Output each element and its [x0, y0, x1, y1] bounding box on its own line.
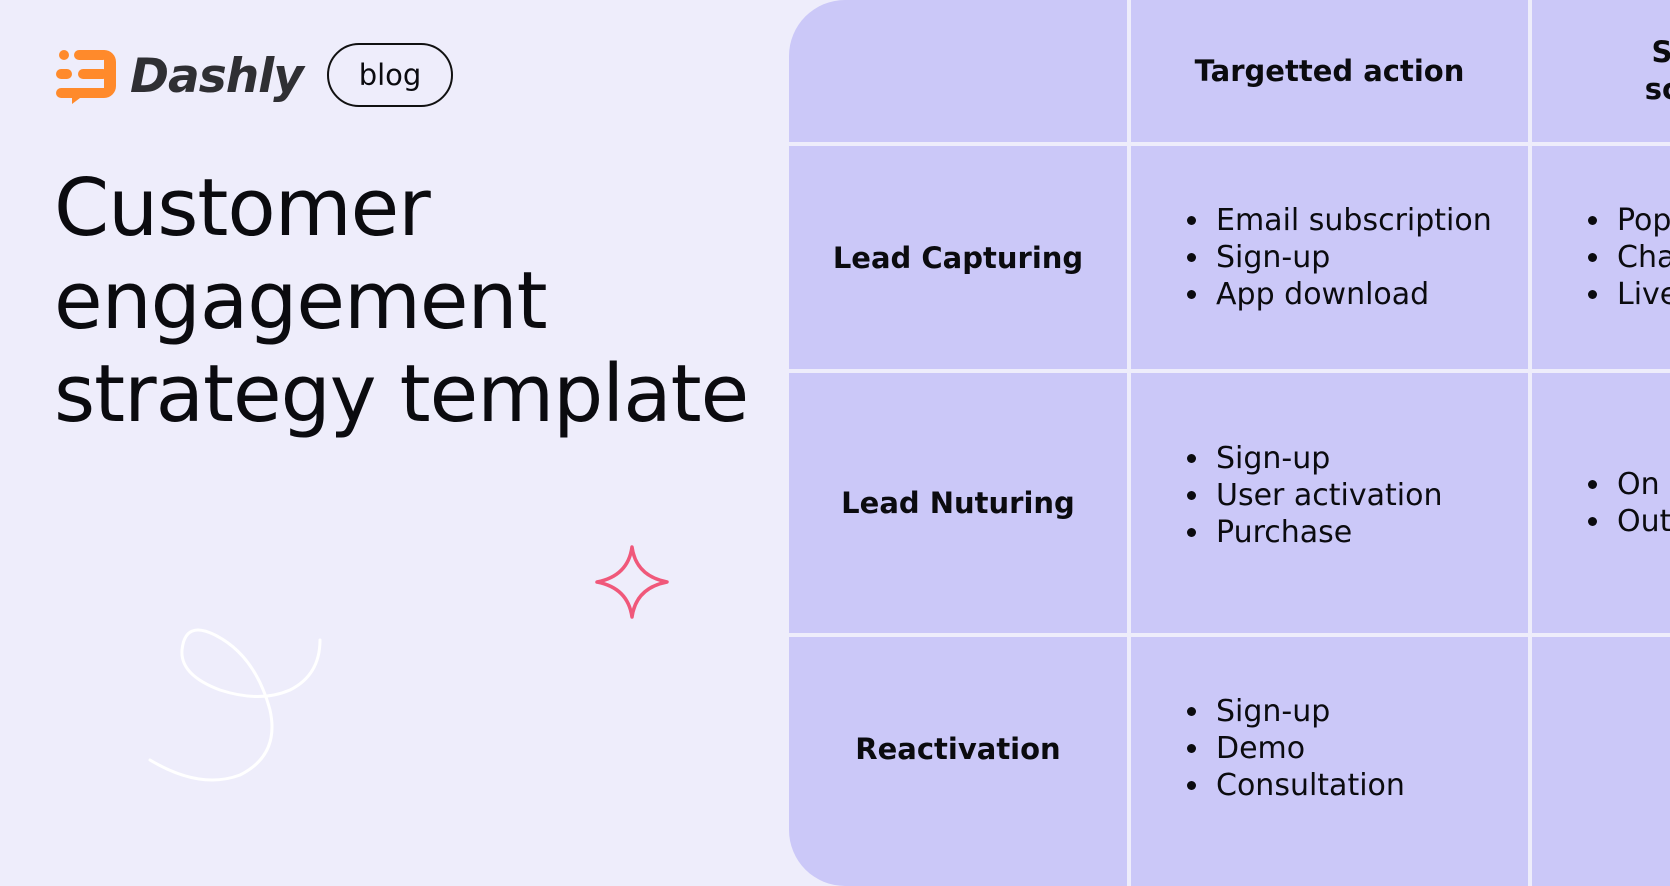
header-line: sc	[1644, 72, 1670, 106]
list-item: Purchase	[1212, 514, 1443, 551]
list-item: Sign-up	[1212, 693, 1405, 730]
header-line: S	[1651, 35, 1670, 69]
action-list: Email subscription Sign-up App download	[1184, 202, 1492, 313]
title-line: Customer	[54, 162, 431, 254]
list-item: Email subscription	[1212, 202, 1492, 239]
column-divider	[1528, 0, 1532, 886]
brand-name: Dashly	[130, 48, 304, 104]
row-divider	[789, 633, 1670, 637]
row-divider	[789, 369, 1670, 373]
header-targetted-action: Targetted action	[1194, 53, 1465, 88]
list-item: Pop	[1613, 202, 1670, 239]
action-list: Sign-up User activation Purchase	[1184, 440, 1443, 551]
row-divider	[789, 142, 1670, 146]
title-line: strategy template	[54, 348, 749, 440]
title-line: engagement	[54, 255, 548, 347]
tool-list: Pop Cha Live	[1585, 202, 1670, 313]
list-item: User activation	[1212, 477, 1443, 514]
list-item: Live	[1613, 276, 1670, 313]
list-item: Cha	[1613, 239, 1670, 276]
blog-tag[interactable]: blog	[327, 43, 453, 107]
tools-cell: Pop Cha Live	[1585, 146, 1670, 369]
sparkle-star-icon	[595, 545, 669, 619]
list-item: On v	[1613, 466, 1670, 503]
page-title: Customer engagement strategy template	[54, 162, 749, 441]
list-item: Consultation	[1212, 767, 1405, 804]
targetted-actions-cell: Sign-up User activation Purchase	[1184, 373, 1443, 617]
tool-list: On v Out	[1585, 466, 1670, 540]
list-item: App download	[1212, 276, 1492, 313]
list-item: Sign-up	[1212, 440, 1443, 477]
list-item: Demo	[1212, 730, 1405, 767]
dashly-logo[interactable]: Dashly	[56, 48, 304, 104]
list-item: Sign-up	[1212, 239, 1492, 276]
row-label-lead-nuturing: Lead Nuturing	[841, 486, 1075, 520]
list-item: Out	[1613, 503, 1670, 540]
row-label-lead-capturing: Lead Capturing	[832, 240, 1084, 275]
strategy-table: Targetted action S sc Lead Capturing Ema…	[789, 0, 1670, 886]
column-divider	[1127, 0, 1131, 886]
targetted-actions-cell: Email subscription Sign-up App download	[1184, 146, 1492, 369]
action-list: Sign-up Demo Consultation	[1184, 693, 1405, 804]
chat-logo-icon	[56, 50, 116, 104]
header-third-column: S sc	[1532, 0, 1670, 142]
decorative-squiggle-icon	[148, 628, 322, 782]
tools-cell: On v Out	[1585, 373, 1670, 633]
targetted-actions-cell: Sign-up Demo Consultation	[1184, 637, 1405, 860]
row-label-reactivation: Reactivation	[855, 731, 1061, 766]
